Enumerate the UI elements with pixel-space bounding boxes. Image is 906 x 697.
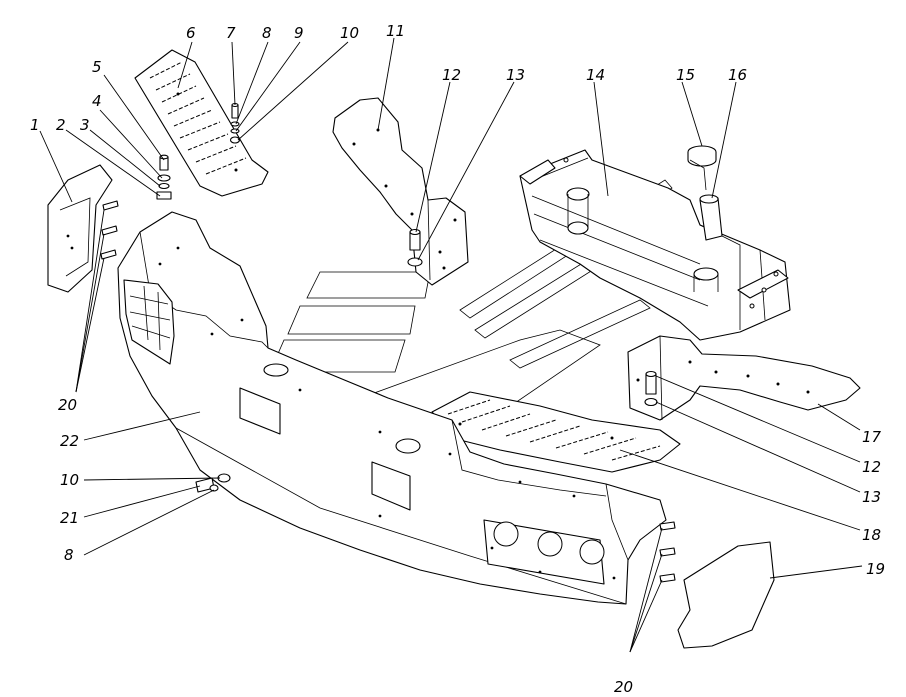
bolts-20-left	[100, 200, 119, 260]
callout-2: 2	[56, 116, 66, 134]
part-16-pin	[689, 159, 723, 241]
callout-19: 19	[866, 560, 885, 578]
leader-lines	[39, 37, 863, 653]
callout-14: 14	[586, 66, 605, 84]
part-17-right-bracket	[627, 335, 861, 421]
callout-22: 22	[60, 432, 79, 450]
callout-7: 7	[226, 24, 236, 42]
callout-20-right: 20	[614, 678, 633, 696]
callout-10: 10	[340, 24, 359, 42]
callout-13: 13	[506, 66, 525, 84]
callout-11: 11	[386, 22, 405, 40]
callout-16: 16	[728, 66, 747, 84]
callout-15: 15	[676, 66, 695, 84]
bolt-stack-7-10	[229, 102, 241, 144]
callout-18: 18	[862, 526, 881, 544]
callout-9: 9	[294, 24, 304, 42]
callout-21: 21	[60, 509, 79, 527]
part-22-bumper	[117, 211, 667, 605]
part-6-step-plate	[134, 49, 269, 197]
callout-8: 8	[262, 24, 272, 42]
part-18-step-plate	[431, 391, 681, 473]
part-11-bracket	[332, 97, 469, 286]
callout-13-right: 13	[862, 488, 881, 506]
bolt-stack-2-5	[156, 154, 172, 200]
callout-12-right: 12	[862, 458, 881, 476]
callout-5: 5	[92, 58, 102, 76]
callout-6: 6	[186, 24, 196, 42]
callout-12: 12	[442, 66, 461, 84]
part-14-frame	[519, 149, 791, 341]
callout-labels: 1 2 3 4 5 6 7 8 9 10 11 12 13 14 15 16 1…	[30, 22, 885, 696]
callout-3: 3	[80, 116, 90, 134]
callout-4: 4	[92, 92, 102, 110]
bolts-20-right	[659, 521, 676, 583]
callout-20-left: 20	[58, 396, 77, 414]
callout-1: 1	[30, 116, 40, 134]
part-19-right-panel	[677, 541, 775, 649]
part-1-left-panel	[47, 164, 113, 293]
bolt-stack-8-10-21	[195, 473, 231, 493]
callout-10-lower: 10	[60, 471, 79, 489]
callout-17: 17	[862, 428, 882, 446]
part-15-cap	[687, 145, 717, 167]
callout-8-lower: 8	[64, 546, 74, 564]
